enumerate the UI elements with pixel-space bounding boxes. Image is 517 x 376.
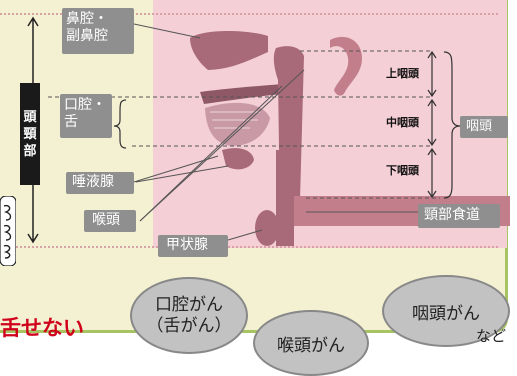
cervical-esophagus-label: 頸部食道 xyxy=(418,204,500,228)
oral-cavity-tongue xyxy=(205,102,270,146)
warning-text: 舌せない xyxy=(0,316,84,340)
etc-text: など xyxy=(476,327,507,345)
salivary-gland-label: 唾液腺 xyxy=(66,172,134,194)
head-neck-char-3: 部 xyxy=(23,143,37,159)
oral-cavity-label: 口腔・ 舌 xyxy=(60,94,112,138)
nasal-label-line1: 鼻腔・ xyxy=(66,11,108,27)
lower-pharynx-label: 下咽頭 xyxy=(386,164,419,177)
head-neck-char-2: 頸 xyxy=(23,126,37,142)
thyroid-organ xyxy=(255,210,279,246)
larynx-label: 喉頭 xyxy=(84,210,136,232)
oral-cancer-line2: （舌がん） xyxy=(146,315,232,336)
thyroid-label: 甲状腺 xyxy=(158,235,228,257)
head-neck-char-1: 頭 xyxy=(23,109,37,125)
larynx-cancer-bubble: 喉頭がん xyxy=(253,310,369,376)
top-boundary-line xyxy=(0,13,498,15)
middle-pharynx-label: 中咽頭 xyxy=(386,116,419,129)
nasal-cavity-label: 鼻腔・ 副鼻腔 xyxy=(62,8,134,54)
pharynx-cancer-bubble: 咽頭がん xyxy=(382,275,510,347)
oral-label-line1: 口腔・ xyxy=(64,97,106,113)
pharynx-label: 咽頭 xyxy=(460,116,508,138)
oral-cancer-bubble: 口腔がん （舌がん） xyxy=(130,277,248,354)
nasal-label-line2: 副鼻腔 xyxy=(66,28,108,44)
oral-cancer-line1: 口腔がん xyxy=(155,294,223,315)
oral-label-line2: 舌 xyxy=(64,114,78,130)
bottom-boundary-line xyxy=(0,246,498,248)
upper-pharynx-label: 上咽頭 xyxy=(386,67,419,80)
lettering-icon xyxy=(0,196,16,266)
nasal-cavity xyxy=(190,31,268,70)
head-neck-label: 頭 頸 部 xyxy=(20,83,40,185)
